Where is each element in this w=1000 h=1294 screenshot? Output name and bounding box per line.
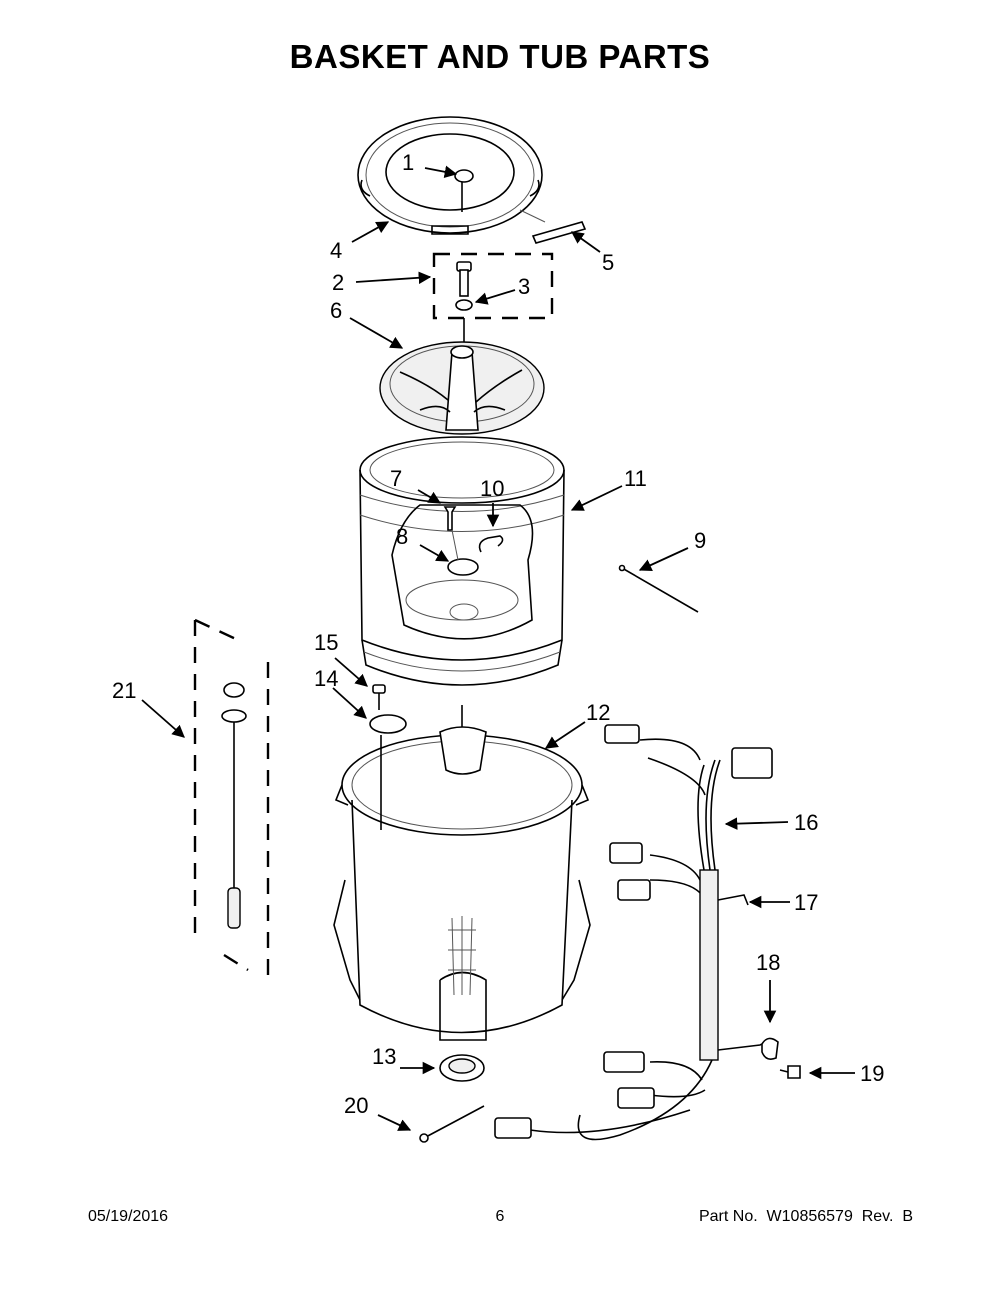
- fastener-kit-box: [432, 252, 554, 320]
- callout-15: 15: [314, 630, 338, 655]
- footer-date: 05/19/2016: [88, 1208, 169, 1225]
- callout-20: 20: [344, 1093, 368, 1118]
- callout-arrows: [141, 165, 855, 1131]
- callout-2: 2: [332, 270, 344, 295]
- callout-12: 12: [586, 700, 610, 725]
- callout-14: 14: [314, 666, 338, 691]
- impeller-part: [379, 341, 545, 435]
- hub-part: [447, 558, 479, 576]
- clamp-screw-part: [779, 1065, 801, 1079]
- clip-part: [478, 535, 504, 553]
- callout-4: 4: [330, 238, 342, 263]
- callout-6: 6: [330, 298, 342, 323]
- callout-18: 18: [756, 950, 780, 975]
- callout-11: 11: [624, 466, 647, 491]
- tub-seal-part: [439, 1054, 485, 1082]
- callout-10: 10: [480, 476, 504, 501]
- callout-labels: 1 4 5 2 3 6 7 10 8 11 9 15 14 21 12 16 1…: [112, 150, 884, 1118]
- agitator-cap-part: [454, 169, 474, 183]
- callout-8: 8: [396, 524, 408, 549]
- suspension-rod-part: [221, 682, 247, 929]
- clamp-part: [761, 1037, 779, 1060]
- callout-13: 13: [372, 1044, 396, 1069]
- screw-part: [443, 506, 457, 531]
- tub-bolt-part: [369, 684, 407, 830]
- callout-3: 3: [518, 274, 530, 299]
- page-title: BASKET AND TUB PARTS: [289, 38, 711, 75]
- tub-part: [333, 726, 591, 1041]
- footer-page-number: 6: [495, 1208, 505, 1225]
- rod-part: [621, 567, 699, 613]
- callout-21: 21: [112, 678, 136, 703]
- callout-16: 16: [794, 810, 818, 835]
- wire-harness-part: [494, 724, 773, 1141]
- bolt-part: [456, 261, 472, 297]
- callout-1: 1: [402, 150, 414, 175]
- bezel-ring-part: [357, 116, 543, 235]
- footer-part-number: Part No. W10856579 Rev. B: [698, 1208, 913, 1225]
- seal-strip-part: [531, 221, 587, 244]
- sensor-rod-part: [423, 1105, 485, 1139]
- callout-17: 17: [794, 890, 818, 915]
- callout-9: 9: [694, 528, 706, 553]
- callout-7: 7: [390, 466, 402, 491]
- callout-19: 19: [860, 1061, 884, 1086]
- callout-5: 5: [602, 250, 614, 275]
- basket-part: [359, 436, 565, 686]
- washer-part: [455, 299, 473, 311]
